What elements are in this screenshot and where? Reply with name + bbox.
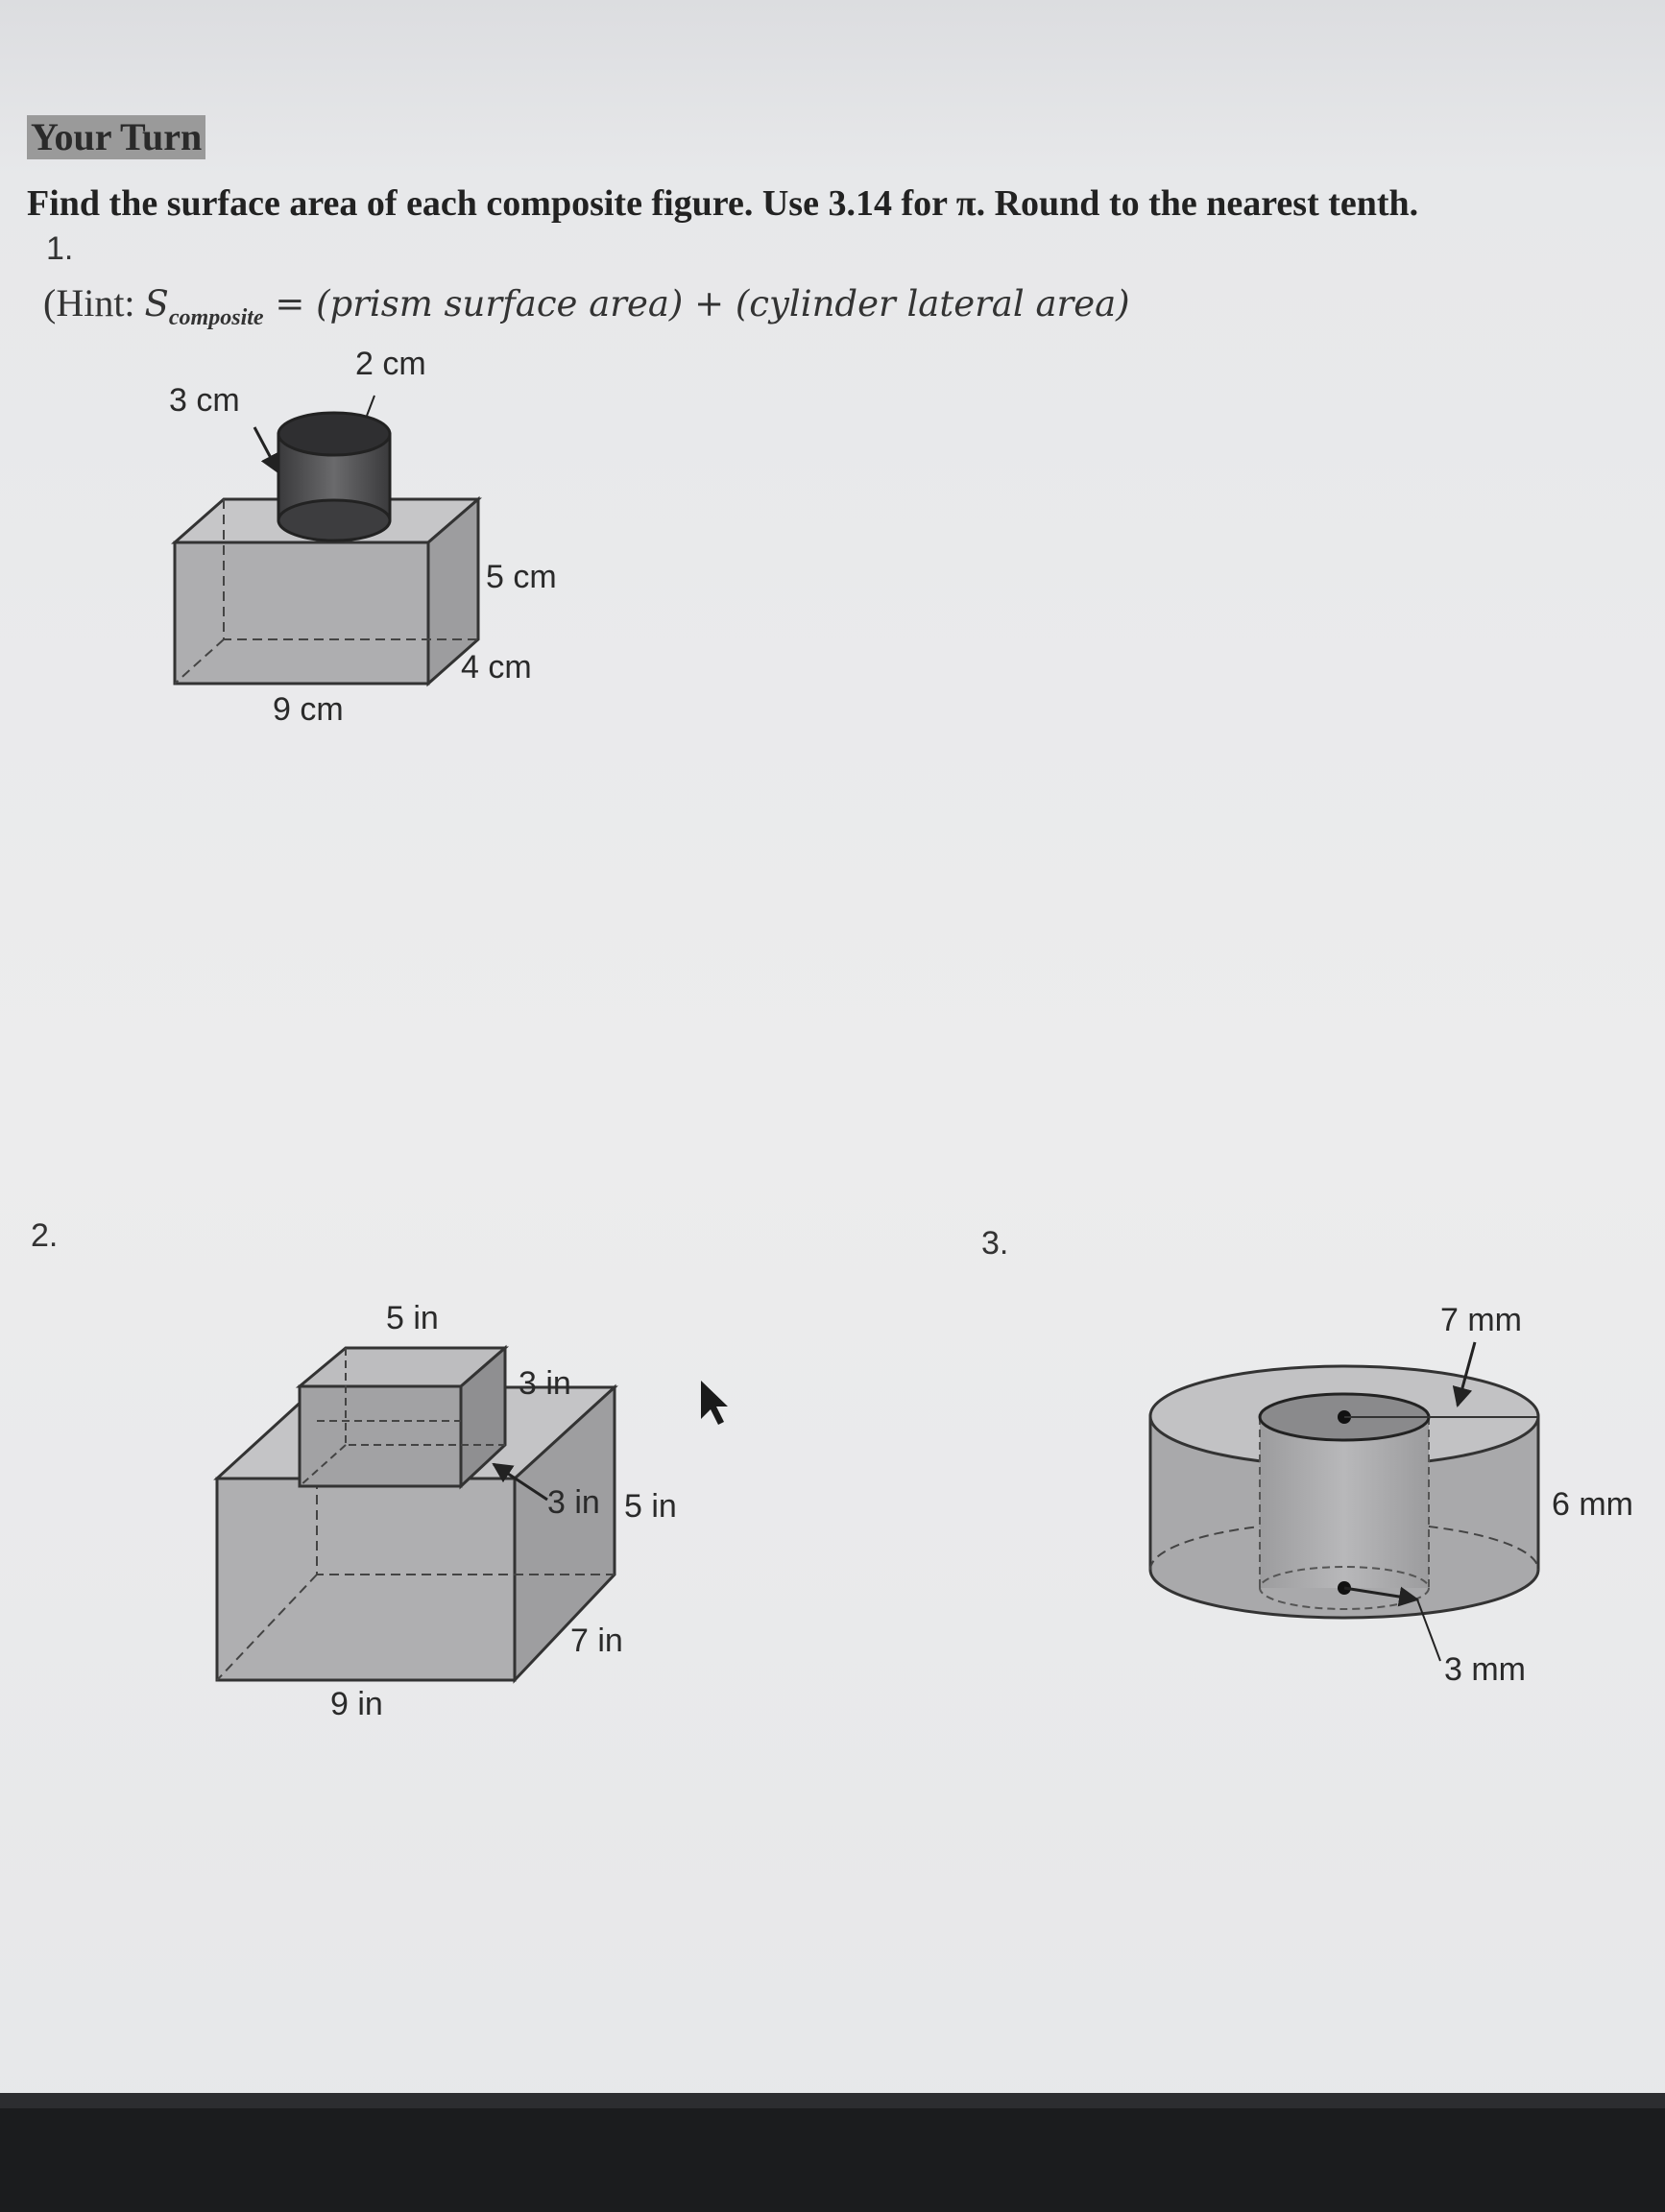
problem-3-number: 3. bbox=[981, 1225, 1009, 1262]
instructions-text: Find the surface area of each composite … bbox=[27, 183, 1419, 224]
section-heading: Your Turn bbox=[27, 115, 206, 159]
fig2-top-hidden bbox=[299, 1348, 505, 1487]
problem-2-number: 2. bbox=[31, 1217, 59, 1254]
hint-formula: = (prism surface area) + (cylinder later… bbox=[263, 283, 1130, 325]
fig1-label-height: 5 cm bbox=[486, 559, 557, 595]
fig2-top-prism-front bbox=[298, 1384, 463, 1488]
hint-s: S bbox=[144, 283, 169, 325]
fig2-label-top-width: 5 in bbox=[386, 1300, 439, 1336]
fig3-label-inner-radius: 3 mm bbox=[1444, 1651, 1526, 1688]
fig1-label-radius: 3 cm bbox=[169, 382, 240, 419]
fig3-label-outer-radius: 7 mm bbox=[1440, 1302, 1522, 1338]
fig3-label-height: 6 mm bbox=[1552, 1486, 1633, 1523]
fig1-cylinder-top bbox=[277, 411, 392, 457]
worksheet-page: Your Turn Find the surface area of each … bbox=[27, 115, 1633, 1722]
mouse-cursor-icon bbox=[701, 1381, 728, 1425]
fig2-label-height: 5 in bbox=[624, 1488, 677, 1525]
fig3-hole-bottom bbox=[1259, 1566, 1430, 1610]
hint-open: (Hint: bbox=[43, 281, 145, 325]
problem-1-number: 1. bbox=[46, 230, 74, 267]
fig1-label-depth: 4 cm bbox=[461, 649, 532, 685]
fig3-inner-radius-arrow bbox=[1343, 1586, 1420, 1607]
fig2-label-depth: 7 in bbox=[570, 1623, 623, 1659]
fig1-radius-arrow bbox=[253, 426, 280, 474]
figure-2-stacked-prisms bbox=[213, 1344, 618, 1684]
fig1-prism-front bbox=[173, 541, 430, 685]
fig2-label-top-depth: 3 in bbox=[547, 1484, 600, 1521]
fig1-label-length: 9 cm bbox=[273, 691, 344, 728]
hint-subscript: composite bbox=[168, 305, 264, 330]
fig2-depth-arrow bbox=[492, 1462, 548, 1502]
fig1-hidden-edges bbox=[174, 499, 478, 685]
fig1-top-leader bbox=[366, 395, 375, 417]
fig1-label-top: 2 cm bbox=[355, 346, 426, 382]
fig3-inner-leader bbox=[1416, 1599, 1441, 1662]
fig2-label-length: 9 in bbox=[330, 1686, 383, 1722]
fig1-cylinder-base bbox=[277, 498, 392, 542]
figure-1-prism-cylinder bbox=[171, 395, 483, 687]
monitor-bezel bbox=[0, 2093, 1665, 2212]
figure-3-cylinder-with-hole bbox=[1148, 1341, 1540, 1662]
figures-canvas bbox=[171, 395, 1540, 1684]
problem-1-hint: (Hint: Scomposite = (prism surface area)… bbox=[43, 280, 1130, 331]
fig2-bottom-front bbox=[215, 1477, 517, 1682]
fig3-hole-body bbox=[1260, 1417, 1429, 1588]
fig2-label-top-height: 3 in bbox=[519, 1365, 571, 1402]
fig3-outer-radius-arrow bbox=[1452, 1341, 1477, 1408]
